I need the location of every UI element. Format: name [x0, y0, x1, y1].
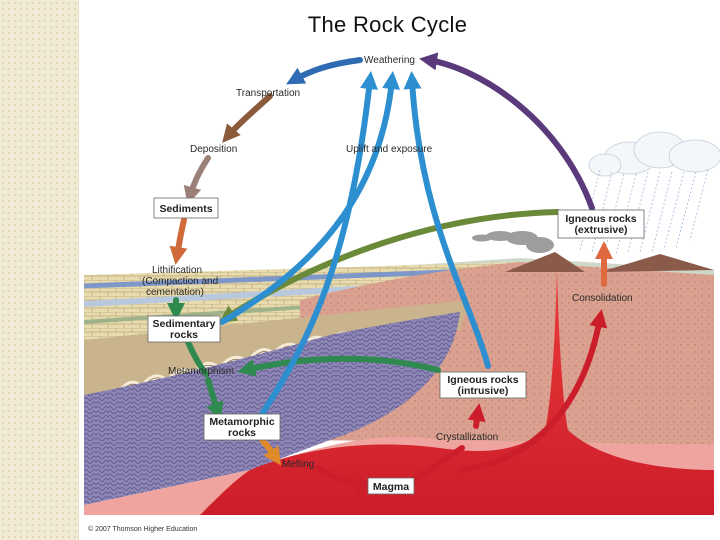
arrow-uplift-from-intrusive — [403, 71, 491, 369]
arrow-sedimentary-to-metamorphism — [185, 339, 209, 377]
arrow-magma-to-crystallization — [409, 445, 465, 483]
arrow-metamorphism-to-metamorphic — [205, 377, 224, 421]
svg-text:Magma: Magma — [373, 481, 409, 493]
box-igneous-extrusive: Igneous rocks (extrusive) — [557, 209, 645, 239]
label-transportation: Transportation — [236, 88, 300, 99]
label-crystallization: Crystallization — [436, 432, 498, 443]
svg-text:Sedimentary: Sedimentary — [152, 318, 215, 330]
volcano-right — [600, 254, 714, 272]
decorative-side-band — [0, 0, 79, 540]
box-magma: Magma — [367, 477, 415, 495]
magma-body — [200, 268, 714, 515]
arrow-transportation-to-deposition — [222, 93, 273, 143]
label-deposition: Deposition — [190, 144, 237, 155]
box-metamorphic-rocks: Metamorphic rocks — [203, 413, 281, 441]
box-igneous-intrusive: Igneous rocks (intrusive) — [439, 371, 527, 399]
label-lithification-3: cementation) — [146, 287, 204, 298]
arrow-metamorphic-to-melting — [259, 437, 281, 466]
copyright-credit: © 2007 Thomson Higher Education — [88, 525, 197, 533]
box-sediments: Sediments — [153, 197, 219, 219]
arrow-sediments-to-lithification — [169, 217, 188, 265]
svg-text:(extrusive): (extrusive) — [574, 224, 627, 236]
label-metamorphism: Metamorphism — [168, 366, 234, 377]
svg-text:Igneous rocks: Igneous rocks — [565, 213, 636, 225]
arrow-crystallization-to-intrusive — [467, 403, 486, 429]
svg-text:Igneous rocks: Igneous rocks — [447, 374, 518, 386]
svg-text:Sediments: Sediments — [159, 203, 212, 215]
box-sedimentary-rocks: Sedimentary rocks — [147, 315, 221, 343]
arrow-weathering-to-transportation — [286, 57, 363, 85]
label-uplift: Uplift and exposure — [346, 144, 433, 155]
arrow-deposition-to-sediments — [183, 155, 211, 205]
label-melting: Melting — [282, 459, 314, 470]
arrow-melting-to-magma — [315, 465, 375, 494]
page-title: The Rock Cycle — [307, 12, 468, 37]
arrow-magma-to-consolidation — [457, 309, 608, 473]
svg-text:rocks: rocks — [228, 427, 256, 439]
svg-text:(intrusive): (intrusive) — [458, 385, 509, 397]
svg-text:rocks: rocks — [170, 329, 198, 341]
cycle-arrows — [167, 52, 613, 494]
arrow-uplift-from-sedimentary — [219, 71, 401, 325]
arrow-intrusive-to-metamorphism — [237, 355, 441, 377]
smoke-plume — [472, 231, 554, 253]
arrow-extrusive-to-weathering — [419, 52, 595, 211]
label-consolidation: Consolidation — [572, 293, 633, 304]
label-lithification-2: (Compaction and — [142, 276, 218, 287]
label-weathering: Weathering — [364, 55, 415, 66]
rain-cloud — [579, 131, 720, 255]
arrow-uplift-from-metamorphic — [259, 71, 378, 417]
svg-text:Metamorphic: Metamorphic — [209, 416, 275, 428]
label-lithification: Lithification — [152, 265, 202, 276]
volcano-left — [505, 252, 585, 272]
